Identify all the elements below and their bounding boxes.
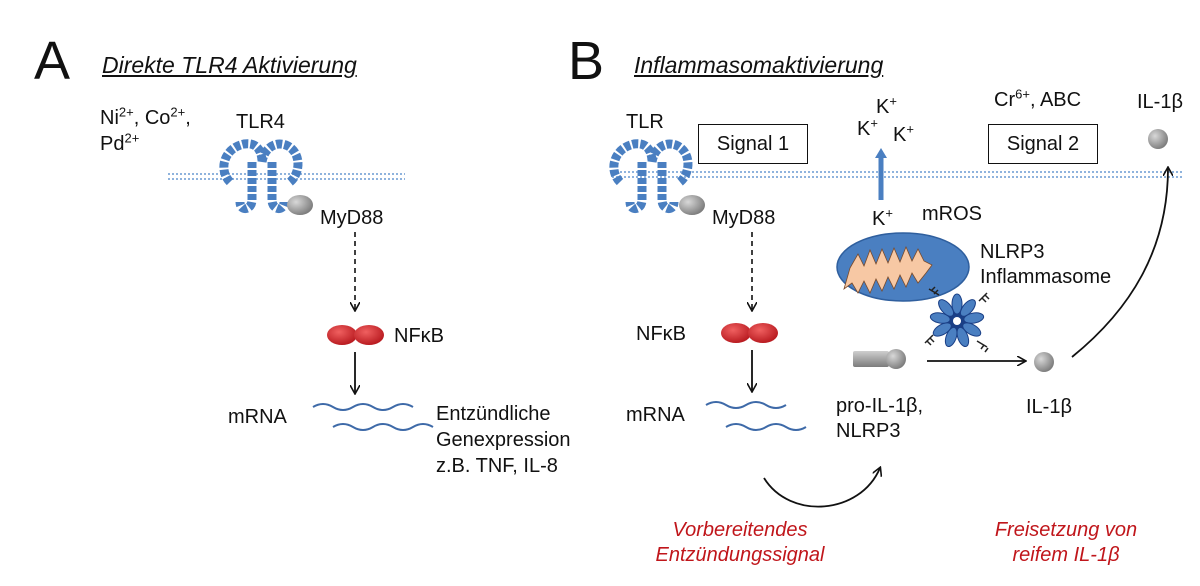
membrane-a: [168, 173, 405, 180]
outcome-line2: Genexpression: [436, 429, 571, 451]
panel-b-title: Inflammasomaktivierung: [634, 52, 884, 78]
inflammasome-icon: [924, 286, 990, 353]
tlr-label: TLR: [626, 111, 664, 133]
k-ion-right: K+: [893, 121, 914, 146]
priming-label-line2: Entzündungssignal: [655, 544, 825, 566]
outcome-line3: z.B. TNF, IL-8: [436, 455, 558, 477]
il1b-mature-label: IL-1β: [1026, 396, 1072, 418]
release-label-line1: Freisetzung von: [994, 519, 1138, 541]
panel-b-letter: B: [568, 31, 605, 91]
tlr-receptor-icon: [609, 139, 693, 213]
release-label-line2: reifem IL-1β: [1012, 544, 1120, 566]
nfkb-label-a: NFκB: [394, 325, 444, 347]
mitochondrion-icon: [836, 232, 970, 302]
signal1-box: Signal 1: [698, 124, 808, 164]
outcome-line1: Entzündliche: [436, 403, 551, 425]
priming-label-line1: Vorbereitendes: [672, 519, 808, 541]
pro-il1b-icon: [853, 349, 906, 369]
mrna-label-a: mRNA: [228, 406, 287, 428]
k-ion-top: K+: [876, 93, 897, 118]
myd88-icon: [679, 195, 705, 215]
il1b-sphere-icon: [1034, 352, 1054, 372]
myd88-label-a: MyD88: [320, 207, 384, 229]
myd88-label-b: MyD88: [712, 207, 776, 229]
signal2-box: Signal 2: [988, 124, 1098, 164]
metal-ions-line2: Pd2+: [100, 130, 140, 155]
myd88-icon: [287, 195, 313, 215]
metal-ions-line1: Ni2+, Co2+,: [100, 104, 191, 129]
tlr-receptor-icon: [219, 139, 303, 213]
membrane-b: [612, 171, 1183, 178]
nlrp3-label: NLRP3: [980, 241, 1045, 263]
panel-a-title: Direkte TLR4 Aktivierung: [102, 52, 357, 78]
mrna-wave-icon: [705, 401, 807, 431]
mrna-label-b: mRNA: [626, 404, 685, 426]
inflammasome-label: Inflammasome: [980, 266, 1112, 288]
nfkb-label-b: NFκB: [636, 323, 686, 345]
release-arrow: [1071, 168, 1168, 358]
panel-a-letter: A: [34, 31, 71, 91]
nfkb-dimer-icon: [721, 323, 778, 343]
pro-il1b-label: pro-IL-1β,: [836, 395, 924, 417]
tlr4-label: TLR4: [236, 111, 285, 133]
k-ion-left: K+: [857, 115, 878, 140]
nfkb-dimer-icon: [327, 325, 384, 345]
chromium-label: Cr6+, ABC: [994, 86, 1082, 111]
priming-arrow: [763, 468, 880, 508]
mrna-wave-icon: [312, 403, 434, 431]
mros-label: mROS: [922, 203, 982, 225]
il1b-sphere-icon: [1148, 129, 1168, 149]
pro-nlrp3-label: NLRP3: [836, 420, 901, 442]
il1b-released-label: IL-1β: [1137, 91, 1183, 113]
k-ion-inside: K+: [872, 205, 893, 230]
